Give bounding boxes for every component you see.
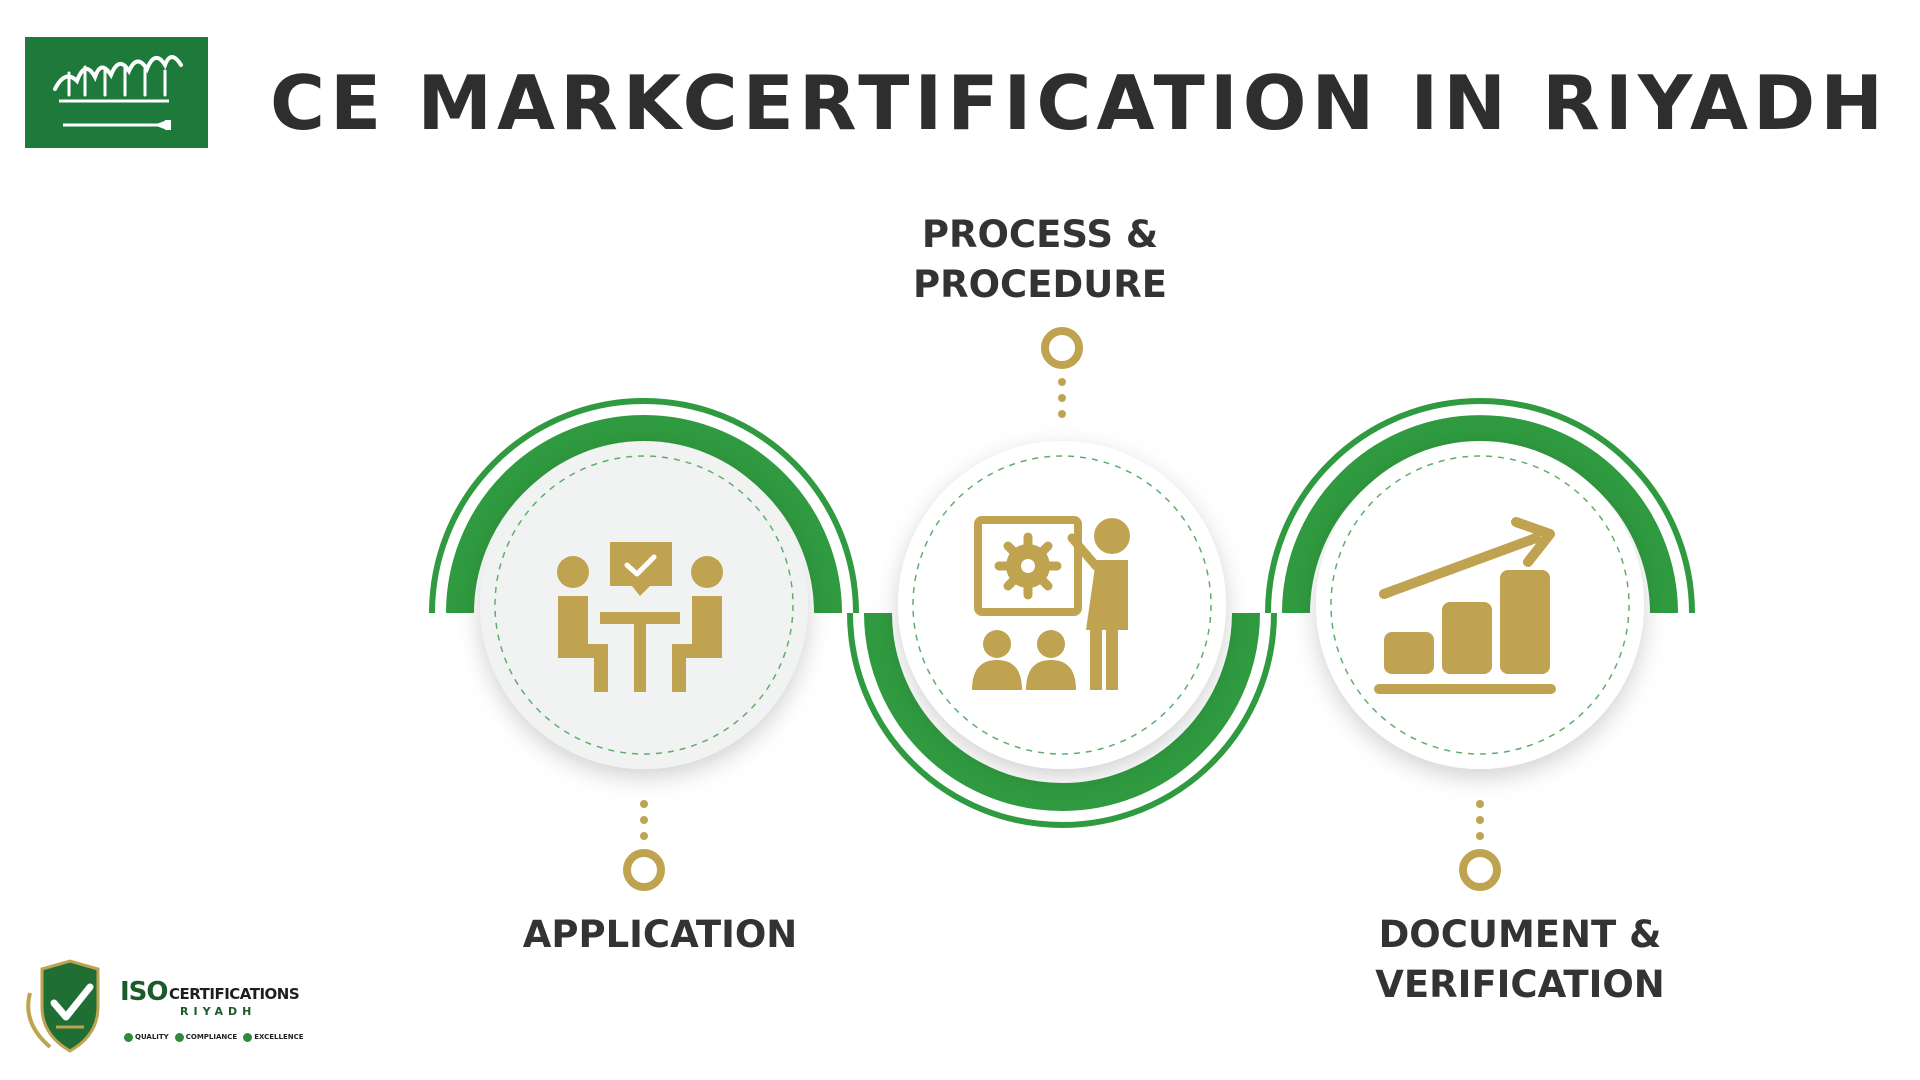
step-label-document-line1: DOCUMENT &	[1378, 913, 1662, 956]
quality-badge-icon	[124, 1032, 133, 1042]
step-label-document-line2: VERIFICATION	[1375, 963, 1665, 1006]
logo-tag-excellence: EXCELLENCE	[243, 1031, 304, 1043]
logo-tagline: QUALITY COMPLIANCE EXCELLENCE	[124, 1031, 304, 1043]
logo-tag-compliance-text: COMPLIANCE	[185, 1033, 238, 1041]
meeting-icon	[557, 542, 723, 692]
logo-tag-excellence-text: EXCELLENCE	[254, 1033, 304, 1041]
excellence-badge-icon	[243, 1032, 253, 1042]
logo-tag-compliance: COMPLIANCE	[174, 1031, 238, 1043]
compliance-badge-icon	[174, 1032, 184, 1042]
growth-chart-icon	[1374, 517, 1556, 694]
logo-iso-text: ISO	[120, 977, 169, 1007]
step-label-process-line2: PROCEDURE	[912, 263, 1167, 306]
step-application	[480, 441, 808, 769]
wave-band	[429, 398, 1695, 828]
iso-certifications-logo: ISO CERTIFICATIONS RIYADH QUALITY COMPLI…	[20, 955, 325, 1060]
page-title: CE MARKCERTIFICATION IN RIYADH	[270, 59, 1889, 147]
logo-certifications-text: CERTIFICATIONS	[169, 985, 300, 1003]
connector-document-verification	[1459, 800, 1501, 891]
step-label-application: APPLICATION	[522, 913, 798, 956]
logo-tag-quality-text: QUALITY	[135, 1033, 169, 1041]
shield-icon	[26, 959, 100, 1053]
connector-process-procedure	[1041, 327, 1083, 418]
presentation-icon	[972, 516, 1130, 690]
step-process-procedure	[898, 441, 1226, 769]
step-document-verification	[1316, 441, 1644, 769]
logo-city-text: RIYADH	[180, 1005, 257, 1018]
logo-tag-quality: QUALITY	[124, 1031, 169, 1043]
connector-application	[623, 800, 665, 891]
step-label-process-line1: PROCESS &	[921, 213, 1159, 256]
saudi-arabia-flag-icon	[25, 37, 208, 148]
